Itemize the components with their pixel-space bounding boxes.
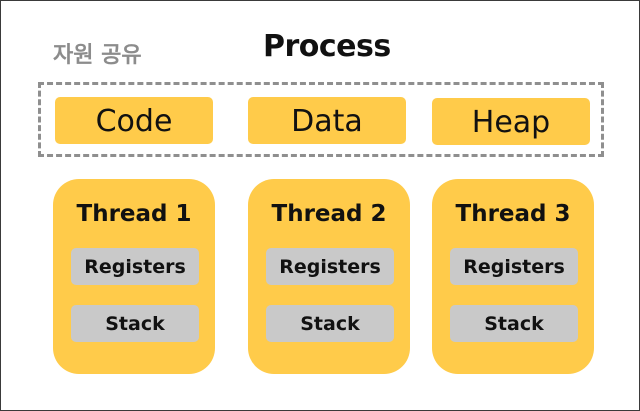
thread-2-registers: Registers — [266, 248, 394, 285]
process-title: Process — [263, 29, 391, 64]
data-segment-label: Data — [291, 104, 363, 139]
thread-1-box: Thread 1 Registers Stack — [53, 179, 215, 374]
thread-3-box: Thread 3 Registers Stack — [432, 179, 594, 374]
code-segment-label: Code — [95, 104, 173, 139]
thread-3-registers: Registers — [450, 248, 578, 285]
thread-2-title: Thread 2 — [271, 201, 387, 227]
heap-segment: Heap — [432, 98, 590, 145]
data-segment: Data — [248, 97, 406, 144]
thread-2-stack: Stack — [266, 305, 394, 342]
thread-1-title: Thread 1 — [76, 201, 192, 227]
thread-1-stack: Stack — [71, 305, 199, 342]
shared-resources-box — [38, 82, 604, 157]
code-segment: Code — [55, 97, 213, 144]
thread-3-stack: Stack — [450, 305, 578, 342]
thread-2-box: Thread 2 Registers Stack — [248, 179, 410, 374]
heap-segment-label: Heap — [471, 105, 551, 140]
shared-resources-label: 자원 공유 — [53, 43, 142, 68]
thread-1-registers: Registers — [71, 248, 199, 285]
thread-3-title: Thread 3 — [455, 201, 571, 227]
